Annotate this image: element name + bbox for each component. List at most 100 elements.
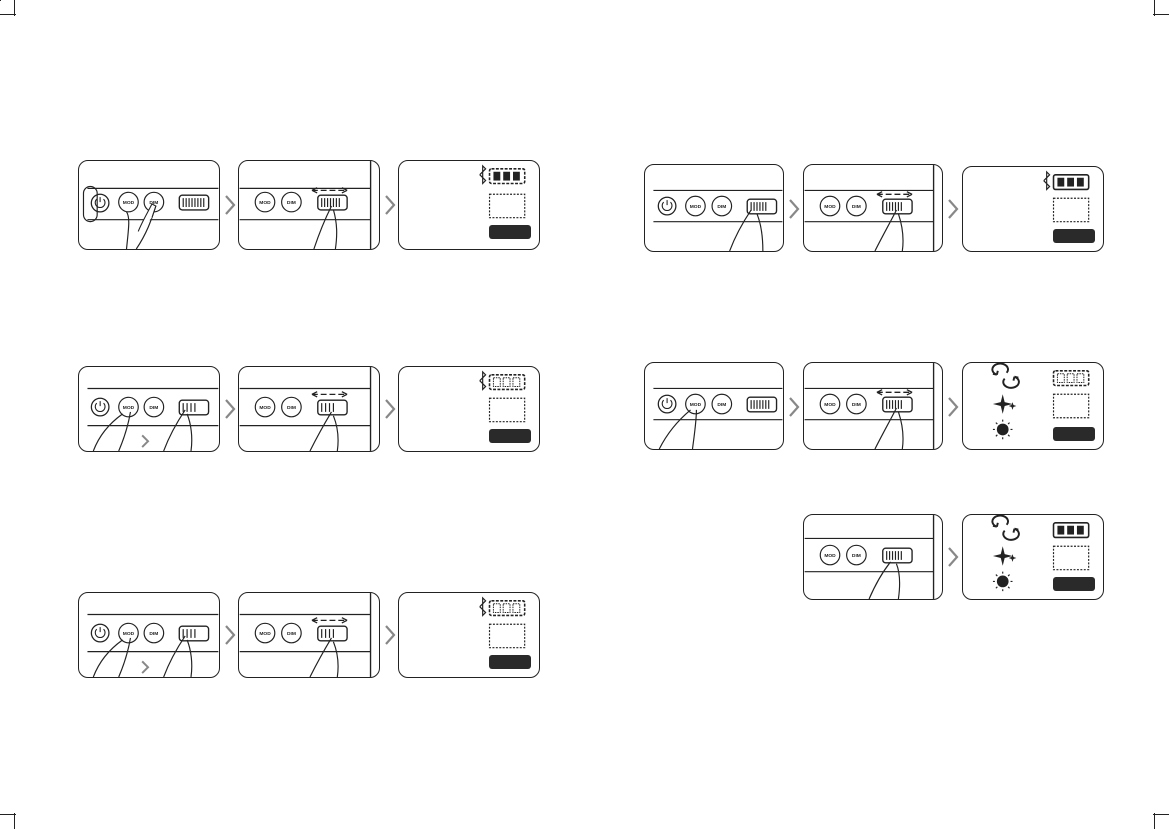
mod-label: MOD [259, 631, 271, 637]
crop-mark-bl-h [0, 814, 16, 815]
bluetooth-icon [480, 372, 486, 390]
dim-label: DIM [287, 631, 296, 637]
hand-pointer-icon [93, 410, 191, 451]
dim-label: DIM [717, 204, 726, 210]
swipe-left-right-icon [312, 617, 347, 623]
dim-label: DIM [852, 402, 861, 408]
chevron-right-icon [384, 624, 396, 646]
dim-label: DIM [717, 402, 726, 408]
power-icon [662, 200, 672, 210]
sun-icon [997, 576, 1009, 588]
control-panel-drawing: MOD DIM [239, 367, 379, 451]
swipe-left-right-icon [312, 391, 347, 397]
control-panel-step-b1: MOD DIM [78, 366, 220, 452]
display-step-c [398, 592, 540, 678]
chevron-right-icon [788, 396, 800, 418]
dim-label: DIM [852, 204, 861, 210]
control-panel-drawing: MOD DIM [79, 161, 219, 249]
mod-label: MOD [824, 553, 836, 559]
control-panel-step-c1: MOD DIM [78, 592, 220, 678]
control-panel-step-e1: MOD DIM [644, 362, 784, 450]
control-panel-drawing: MOD DIM [239, 593, 379, 677]
status-bar [489, 225, 531, 239]
chevron-right-icon [384, 398, 396, 420]
hand-pointer-icon [310, 638, 338, 677]
crop-mark-tr-h [1153, 14, 1169, 15]
sparkle-icon [993, 394, 1016, 414]
repeat-icon [992, 516, 1019, 540]
power-button [91, 194, 109, 212]
control-panel-step-d1: MOD DIM [644, 164, 784, 252]
chevron-right-icon [947, 396, 959, 418]
control-panel-drawing: MOD DIM [239, 161, 379, 249]
control-panel-drawing: MOD DIM [79, 367, 219, 451]
status-bar [1053, 577, 1095, 591]
repeat-icon [992, 364, 1019, 388]
display-step-d [962, 166, 1104, 252]
display-step-b [398, 366, 540, 452]
sun-icon [997, 424, 1009, 436]
control-panel-drawing: MOD DIM [79, 593, 219, 677]
status-bar [489, 429, 531, 443]
hand-pointer-icon [93, 636, 191, 677]
chevron-right-icon [224, 624, 236, 646]
dim-label: DIM [149, 405, 158, 411]
display-step-e [962, 362, 1104, 450]
chevron-right-icon [947, 198, 959, 220]
dim-label: DIM [852, 553, 861, 559]
control-panel-step-d2: MOD DIM [803, 164, 943, 252]
chevron-right-icon [947, 546, 959, 568]
mod-label: MOD [824, 402, 836, 408]
hand-pointer-icon [869, 562, 900, 599]
chevron-right-icon [224, 194, 236, 216]
chevron-right-icon [224, 398, 236, 420]
hand-pointer-icon [659, 410, 696, 449]
control-panel-drawing: MOD DIM [804, 363, 942, 449]
mod-label: MOD [259, 405, 271, 411]
hand-pointer-icon [875, 408, 903, 449]
display-step-f [962, 514, 1104, 600]
swipe-left-right-icon [877, 389, 912, 395]
crop-mark-tl-v [0, 0, 1, 1]
control-panel-step-b2: MOD DIM [238, 366, 380, 452]
hand-pointer-icon [310, 412, 338, 451]
display-step-a [398, 160, 540, 250]
status-bar [1053, 229, 1095, 243]
bluetooth-icon [1044, 172, 1050, 190]
chevron-right-icon [142, 661, 148, 673]
control-panel-step-a1: MOD DIM [78, 160, 220, 250]
power-icon [95, 627, 105, 637]
crop-mark-br-h [1153, 814, 1169, 815]
crop-mark-bl [14, 813, 15, 829]
chevron-right-icon [384, 194, 396, 216]
crop-mark-br [1154, 813, 1155, 829]
bluetooth-icon [480, 166, 486, 184]
mod-label: MOD [259, 200, 271, 206]
power-icon [95, 401, 105, 411]
mod-label: MOD [123, 631, 135, 637]
mod-label: MOD [123, 200, 135, 206]
chevron-right-icon [788, 198, 800, 220]
hand-pointer-icon [730, 210, 763, 251]
control-panel-step-c2: MOD DIM [238, 592, 380, 678]
mod-label: MOD [690, 204, 702, 210]
hand-pointer-icon [875, 210, 903, 251]
mod-label: MOD [123, 405, 135, 411]
control-panel-drawing: MOD DIM [645, 363, 783, 449]
control-panel-step-a2: MOD DIM [238, 160, 380, 250]
chevron-right-icon [142, 435, 148, 447]
dim-label: DIM [287, 200, 296, 206]
sparkle-icon [993, 546, 1016, 566]
dim-label: DIM [287, 405, 296, 411]
swipe-left-right-icon [877, 191, 912, 197]
control-panel-drawing: MOD DIM [645, 165, 783, 251]
control-panel-drawing: MOD DIM [804, 165, 942, 251]
hand-pointer-icon [314, 206, 337, 249]
mod-label: MOD [690, 402, 702, 408]
mod-label: MOD [824, 204, 836, 210]
control-panel-step-f: MOD DIM [803, 514, 943, 600]
bluetooth-icon [480, 598, 486, 616]
power-icon [662, 398, 672, 408]
status-bar [1053, 427, 1095, 441]
crop-mark-tl-h [0, 14, 16, 15]
